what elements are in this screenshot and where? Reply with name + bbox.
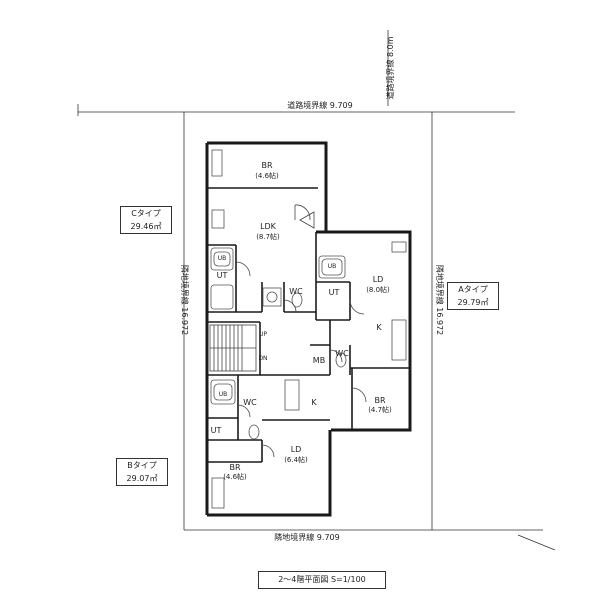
stairs-up: UP <box>259 331 267 338</box>
room-br-c-size: (4.6帖) <box>255 171 279 180</box>
room-mb: MB <box>313 356 325 365</box>
room-ld-b: LD <box>291 445 302 454</box>
room-ldk-c: LDK <box>260 222 277 231</box>
stairs <box>209 324 257 372</box>
road-boundary-label: 道路境界線 9.709 <box>287 100 352 110</box>
type-c-box: Cタイプ 29.46㎡ <box>120 206 172 234</box>
room-br-b: BR <box>229 463 240 472</box>
room-br-b-size: (4.6帖) <box>223 472 247 481</box>
room-ut-b: UT <box>211 426 222 435</box>
left-boundary-label: 隣地境界線 16.972 <box>180 265 190 336</box>
type-b-box: Bタイプ 29.07㎡ <box>116 458 168 486</box>
room-ut-a: UT <box>329 288 340 297</box>
right-boundary-label: 隣地境界線 16.972 <box>435 265 445 336</box>
boundary-tick <box>517 534 556 551</box>
type-b-area: 29.07㎡ <box>126 474 158 483</box>
type-a-box: Aタイプ 29.79㎡ <box>447 282 499 310</box>
exterior-walls <box>205 141 412 517</box>
room-k-b: K <box>311 398 317 407</box>
room-ld-a: LD <box>373 275 384 284</box>
room-ld-a-size: (8.0帖) <box>366 285 390 294</box>
room-ub-b: UB <box>219 391 228 398</box>
room-br-a-size: (4.7帖) <box>368 405 392 414</box>
type-a-name: Aタイプ <box>458 285 488 294</box>
room-ub-c: UB <box>218 255 227 262</box>
door-swings <box>235 204 367 458</box>
room-k-a: K <box>376 323 382 332</box>
room-wc-c: WC <box>289 287 303 296</box>
scale-title: 2～4階平面図 S=1/100 <box>258 571 386 589</box>
type-c-name: Cタイプ <box>131 209 161 218</box>
room-br-c: BR <box>261 161 272 170</box>
room-labels: BR (4.6帖) LDK (8.7帖) UT UB WC LD (8.0帖) … <box>211 161 392 481</box>
room-ldk-c-size: (8.7帖) <box>256 232 280 241</box>
room-ub-a: UB <box>328 263 337 270</box>
interior-walls <box>207 187 410 463</box>
fixtures <box>210 149 407 509</box>
type-c-area: 29.46㎡ <box>130 222 162 231</box>
room-wc-a: WC <box>335 349 349 358</box>
road-side-label: 道路境界線 8.0m <box>385 36 395 99</box>
room-br-a: BR <box>374 396 385 405</box>
room-ut-c: UT <box>217 271 228 280</box>
bottom-boundary-label: 隣地境界線 9.709 <box>274 532 339 542</box>
type-b-name: Bタイプ <box>127 461 157 470</box>
type-a-area: 29.79㎡ <box>457 298 489 307</box>
stairs-dn: DN <box>258 355 267 362</box>
room-wc-b: WC <box>243 398 257 407</box>
room-ld-b-size: (6.4帖) <box>284 455 308 464</box>
